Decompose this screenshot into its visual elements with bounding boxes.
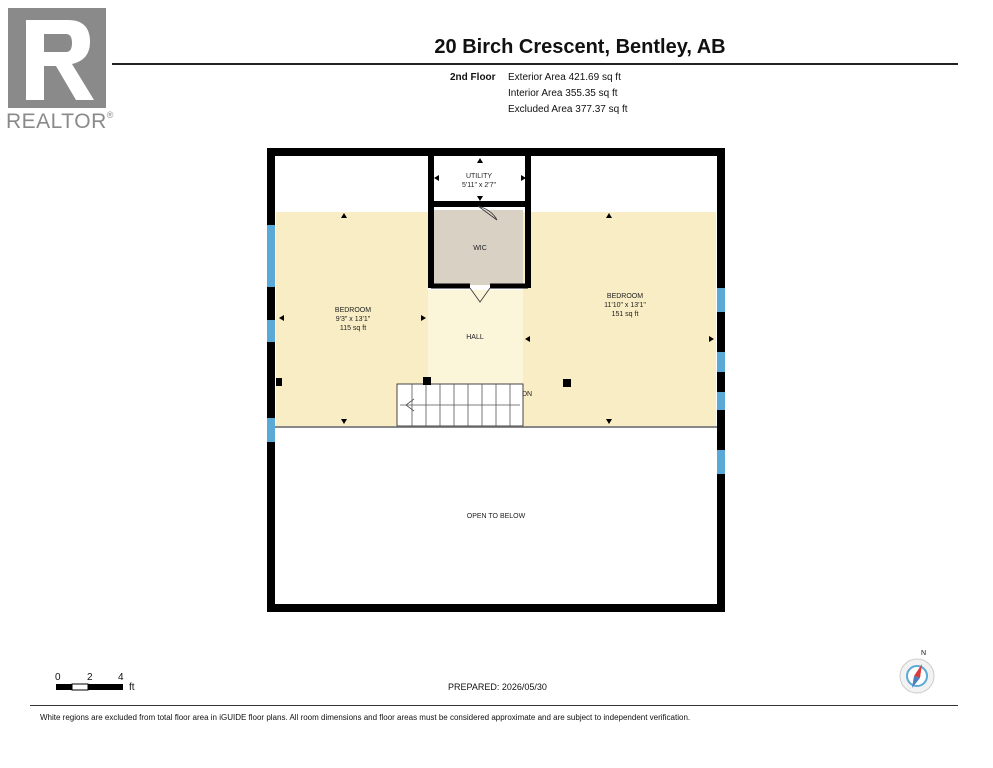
page-title: 20 Birch Crescent, Bentley, AB (434, 36, 726, 58)
room-name: UTILITY (465, 173, 493, 180)
room-name: OPEN TO BELOW (466, 513, 526, 520)
room-name: BEDROOM (606, 293, 644, 300)
scale-tick-0: 0 (55, 672, 61, 683)
room-name: WIC (473, 245, 487, 252)
exterior-wall (267, 148, 725, 612)
title-divider (112, 63, 958, 65)
room-dims: 5'11" x 2'7" (462, 182, 496, 189)
logo-wordmark: REALTOR® (6, 110, 114, 133)
realtor-logo-icon (8, 8, 106, 108)
floor-label: 2nd Floor (450, 72, 496, 83)
wic-fill (434, 210, 523, 285)
excluded-area: Excluded Area 377.37 sq ft (508, 104, 628, 115)
room-open-to-below: OPEN TO BELOW (446, 512, 546, 521)
room-hall: HALL (455, 333, 495, 342)
room-name: HALL (466, 334, 484, 341)
room-dims: 9'3" x 13'1" (335, 316, 371, 323)
room-dims: 11'10" x 13'1" (604, 302, 646, 309)
room-wic: WIC (455, 244, 505, 253)
room-name: BEDROOM (334, 307, 372, 314)
stairs-label: DN (522, 391, 533, 398)
compass-north-label: N (921, 650, 927, 657)
compass-icon (899, 658, 935, 694)
exterior-area: Exterior Area 421.69 sq ft (508, 72, 621, 83)
room-area: 115 sq ft (339, 325, 367, 332)
scale-tick-2: 2 (87, 672, 93, 683)
room-bedroom-left: BEDROOM 9'3" x 13'1" 115 sq ft (318, 306, 388, 333)
room-area: 151 sq ft (611, 311, 639, 318)
scale-tick-4: 4 (118, 672, 124, 683)
room-utility: UTILITY 5'11" x 2'7" (450, 172, 508, 190)
footer-divider (30, 705, 958, 706)
utility-door (477, 205, 498, 221)
disclaimer: White regions are excluded from total fl… (40, 713, 691, 722)
scale-bar-graphic (56, 683, 123, 691)
interior-area: Interior Area 355.35 sq ft (508, 88, 618, 99)
wic-door (469, 287, 491, 303)
bedroom-right-fill (523, 212, 716, 426)
scale-unit: ft (129, 682, 135, 693)
room-bedroom-right: BEDROOM 11'10" x 13'1" 151 sq ft (590, 292, 660, 319)
prepared-date: PREPARED: 2026/05/30 (448, 682, 547, 692)
